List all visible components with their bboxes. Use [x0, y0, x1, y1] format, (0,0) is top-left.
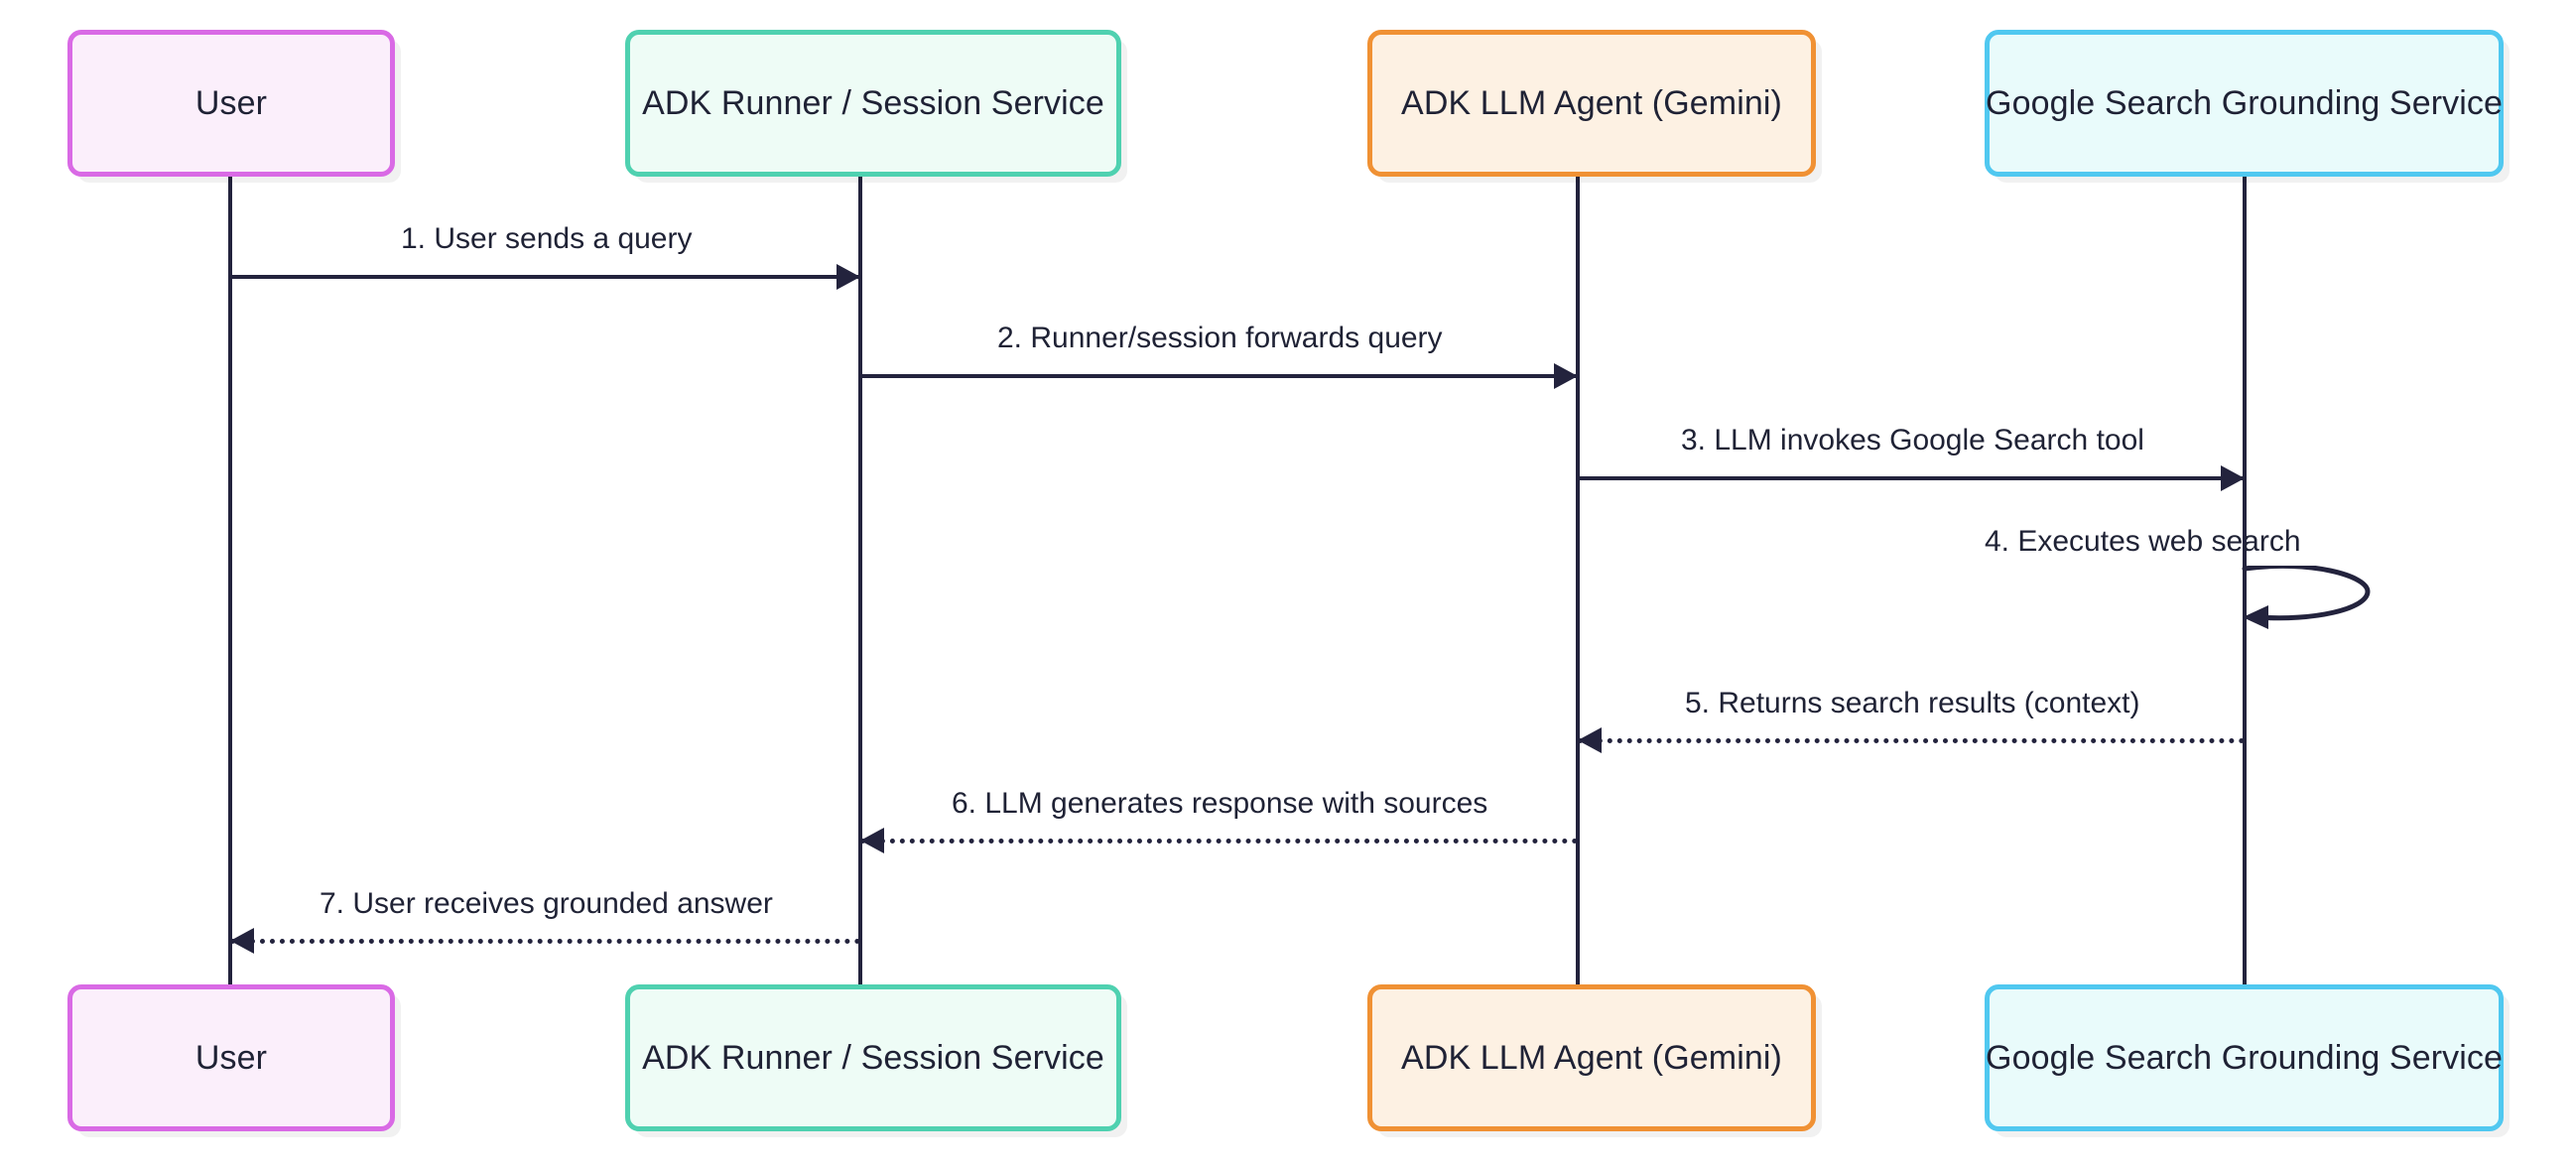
message-arrowhead-6	[860, 828, 884, 853]
lifeline-agent	[1576, 177, 1580, 984]
message-line-3	[1578, 476, 2245, 480]
participant-box-search-top[interactable]: Google Search Grounding Service	[1985, 30, 2504, 177]
message-label-5: 5. Returns search results (context)	[1685, 687, 2140, 719]
participant-label-search: Google Search Grounding Service	[1986, 1039, 2503, 1077]
participant-label-user: User	[194, 84, 268, 122]
message-line-1	[230, 275, 860, 279]
message-arrowhead-2	[1554, 363, 1578, 389]
lifeline-search	[2243, 177, 2247, 984]
participant-label-runner: ADK Runner / Session Service	[642, 1039, 1104, 1077]
participant-box-runner-bottom[interactable]: ADK Runner / Session Service	[625, 984, 1121, 1131]
participant-label-search: Google Search Grounding Service	[1986, 84, 2503, 122]
message-label-2: 2. Runner/session forwards query	[997, 322, 1443, 354]
lifeline-runner	[858, 177, 862, 984]
participant-label-runner: ADK Runner / Session Service	[642, 84, 1104, 122]
message-line-6	[860, 839, 1578, 844]
participant-label-agent: ADK LLM Agent (Gemini)	[1401, 84, 1782, 122]
participant-box-user-top[interactable]: User	[67, 30, 395, 177]
message-arrowhead-1	[837, 264, 860, 290]
participant-box-search-bottom[interactable]: Google Search Grounding Service	[1985, 984, 2504, 1131]
participant-box-agent-bottom[interactable]: ADK LLM Agent (Gemini)	[1367, 984, 1816, 1131]
message-arrowhead-3	[2221, 465, 2245, 491]
participant-box-user-bottom[interactable]: User	[67, 984, 395, 1131]
message-label-1: 1. User sends a query	[401, 222, 693, 255]
message-line-2	[860, 374, 1578, 378]
participant-label-user: User	[194, 1039, 268, 1077]
lifeline-user	[228, 177, 232, 984]
message-line-5	[1578, 738, 2245, 743]
message-arrowhead-7	[230, 928, 254, 954]
message-arrowhead-5	[1578, 727, 1602, 753]
message-label-7: 7. User receives grounded answer	[320, 887, 773, 920]
message-label-3: 3. LLM invokes Google Search tool	[1681, 424, 2144, 456]
message-label-4: 4. Executes web search	[1985, 525, 2301, 558]
participant-label-agent: ADK LLM Agent (Gemini)	[1401, 1039, 1782, 1077]
message-label-6: 6. LLM generates response with sources	[952, 787, 1488, 820]
message-line-7	[230, 939, 860, 944]
participant-box-runner-top[interactable]: ADK Runner / Session Service	[625, 30, 1121, 177]
self-message-arrow-4	[2242, 566, 2371, 629]
participant-box-agent-top[interactable]: ADK LLM Agent (Gemini)	[1367, 30, 1816, 177]
